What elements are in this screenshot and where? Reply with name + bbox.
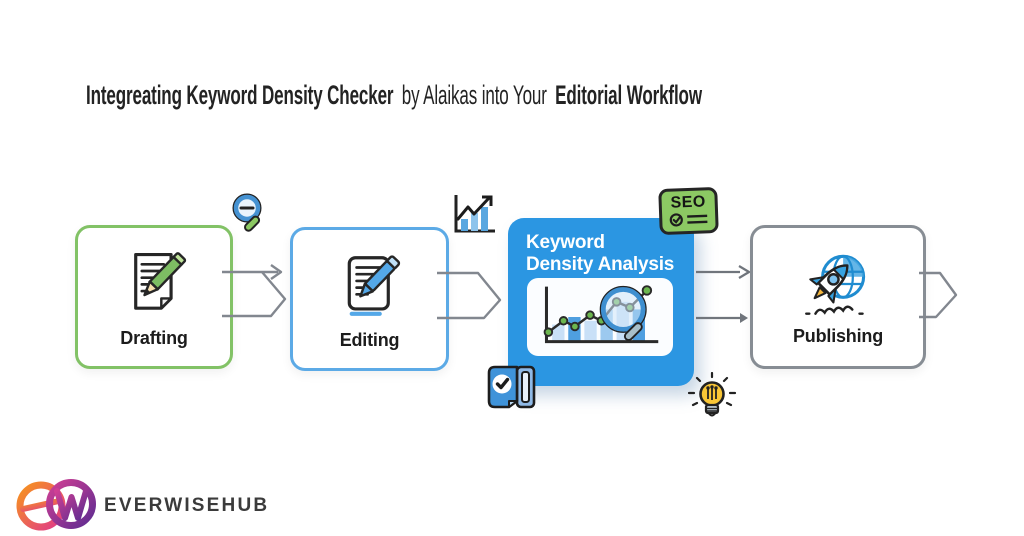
exit-chevron [918,266,960,322]
title-middle: by Alaikas into Your [401,80,547,110]
workflow-step-drafting: Drafting [75,225,233,369]
keyword-density-chart-icon [530,281,670,353]
arrow-editing-to-analysis [437,261,503,321]
analysis-heading-line2: Density Analysis [526,253,675,275]
seo-badge: SEO [658,186,719,236]
document-pen-icon [331,248,409,326]
arrows-analysis-to-publishing [696,262,752,324]
rocket-globe-icon [795,248,881,322]
seo-badge-label: SEO [670,193,707,212]
trend-chart-icon [449,191,499,237]
workflow-step-editing: Editing [290,227,449,371]
document-pencil-icon [115,246,193,324]
workflow-step-keyword-density-analysis: Keyword Density Analysis [508,218,694,386]
workflow-step-publishing: Publishing [750,225,926,369]
title-bold-tail: Editorial Workflow [555,80,702,110]
analysis-heading: Keyword Density Analysis [526,232,674,276]
magnifier-minus-icon [226,189,278,241]
title-bold-lead: Integreating Keyword Density Checker [86,80,394,110]
check-lines-icon [669,211,709,227]
step-label-drafting: Drafting [120,327,188,348]
brand-name: EVERWISEHUB [104,495,270,516]
page-title: Integreating Keyword Density Checker by … [86,80,702,111]
step-label-publishing: Publishing [793,325,883,346]
arrow-drafting-to-editing [222,256,292,322]
analysis-heading-line1: Keyword [526,232,605,253]
brand-logo-monogram [14,468,98,534]
analysis-chart-panel [527,278,673,356]
task-check-icon [481,361,541,415]
step-label-editing: Editing [339,329,400,350]
lightbulb-icon [686,372,738,424]
